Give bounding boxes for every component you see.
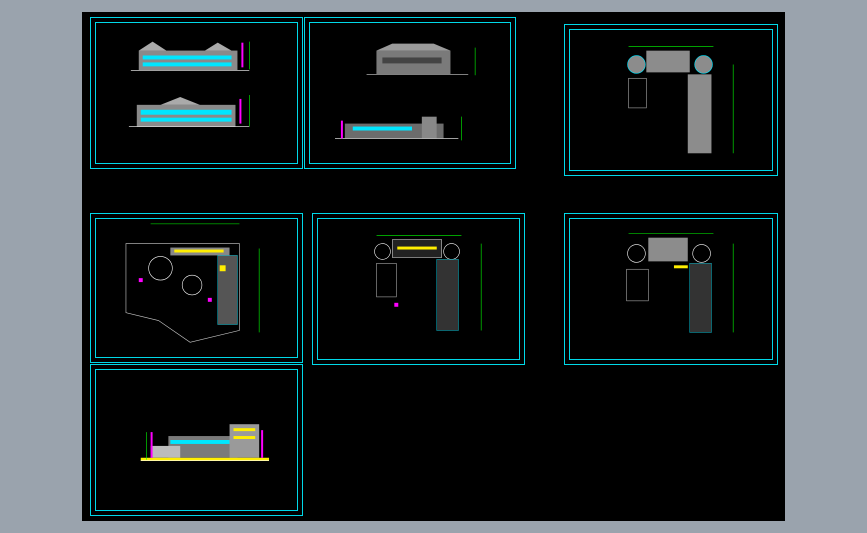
- sheet-inner-frame: [569, 29, 773, 171]
- floor-plan-drawing: [374, 235, 482, 331]
- drawing-sheet-floor-plan-2[interactable]: [564, 213, 778, 365]
- floor-plan-drawing: [626, 233, 734, 333]
- drawing-canvas[interactable]: [82, 12, 785, 521]
- roof-plan-drawing: [627, 46, 734, 154]
- drawing-sheet-roof-plan[interactable]: [564, 24, 778, 176]
- sheet-inner-frame: [309, 22, 511, 164]
- drawing-sheet-site-plan[interactable]: [90, 213, 303, 363]
- elevation-drawing: [335, 43, 476, 141]
- sheet-inner-frame: [95, 369, 298, 511]
- drawing-sheet-elevations-1[interactable]: [90, 17, 303, 169]
- elevation-drawing: [128, 41, 250, 127]
- drawing-sheet-elevations-2[interactable]: [304, 17, 516, 169]
- elevation-drawing: [140, 424, 270, 462]
- sheet-inner-frame: [317, 218, 520, 360]
- site-plan-drawing: [125, 223, 260, 343]
- sheet-inner-frame: [95, 22, 298, 164]
- sheet-inner-frame: [569, 218, 773, 360]
- drawing-sheet-elevation-3[interactable]: [90, 364, 303, 516]
- sheet-inner-frame: [95, 218, 298, 358]
- drawing-sheet-floor-plan-1[interactable]: [312, 213, 525, 365]
